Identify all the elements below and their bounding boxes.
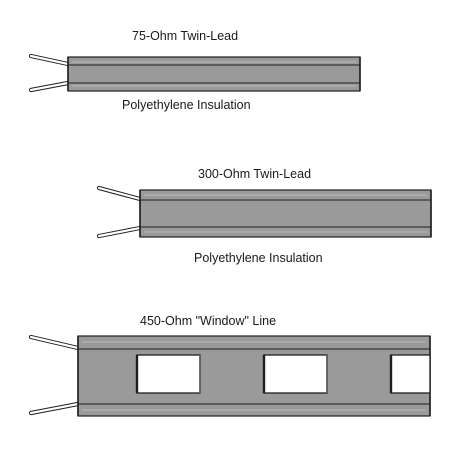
title-75-ohm: 75-Ohm Twin-Lead (132, 29, 238, 43)
window-cutout-2 (263, 354, 328, 394)
ribbon-300-ohm (139, 189, 432, 238)
window-cutouts (135, 354, 431, 394)
caption-75-ohm: Polyethylene Insulation (122, 98, 251, 112)
window-line-450-ohm: 450-Ohm "Window" Line (28, 314, 431, 417)
twin-lead-75-ohm: 75-Ohm Twin-Lead Polyethylene Insulation (28, 29, 361, 112)
window-cutout-1 (136, 354, 201, 394)
ribbon-75-ohm (67, 56, 361, 92)
wire-leads-75-ohm (28, 53, 71, 93)
caption-300-ohm: Polyethylene Insulation (194, 251, 323, 265)
title-450-ohm: 450-Ohm "Window" Line (140, 314, 276, 328)
wire-leads-450-ohm (28, 334, 81, 416)
title-300-ohm: 300-Ohm Twin-Lead (198, 167, 311, 181)
window-line-body (77, 335, 431, 417)
window-cutout-3 (390, 354, 431, 394)
twin-lead-300-ohm: 300-Ohm Twin-Lead Polyethylene Insulatio… (96, 167, 432, 265)
wire-leads-300-ohm (96, 185, 143, 239)
